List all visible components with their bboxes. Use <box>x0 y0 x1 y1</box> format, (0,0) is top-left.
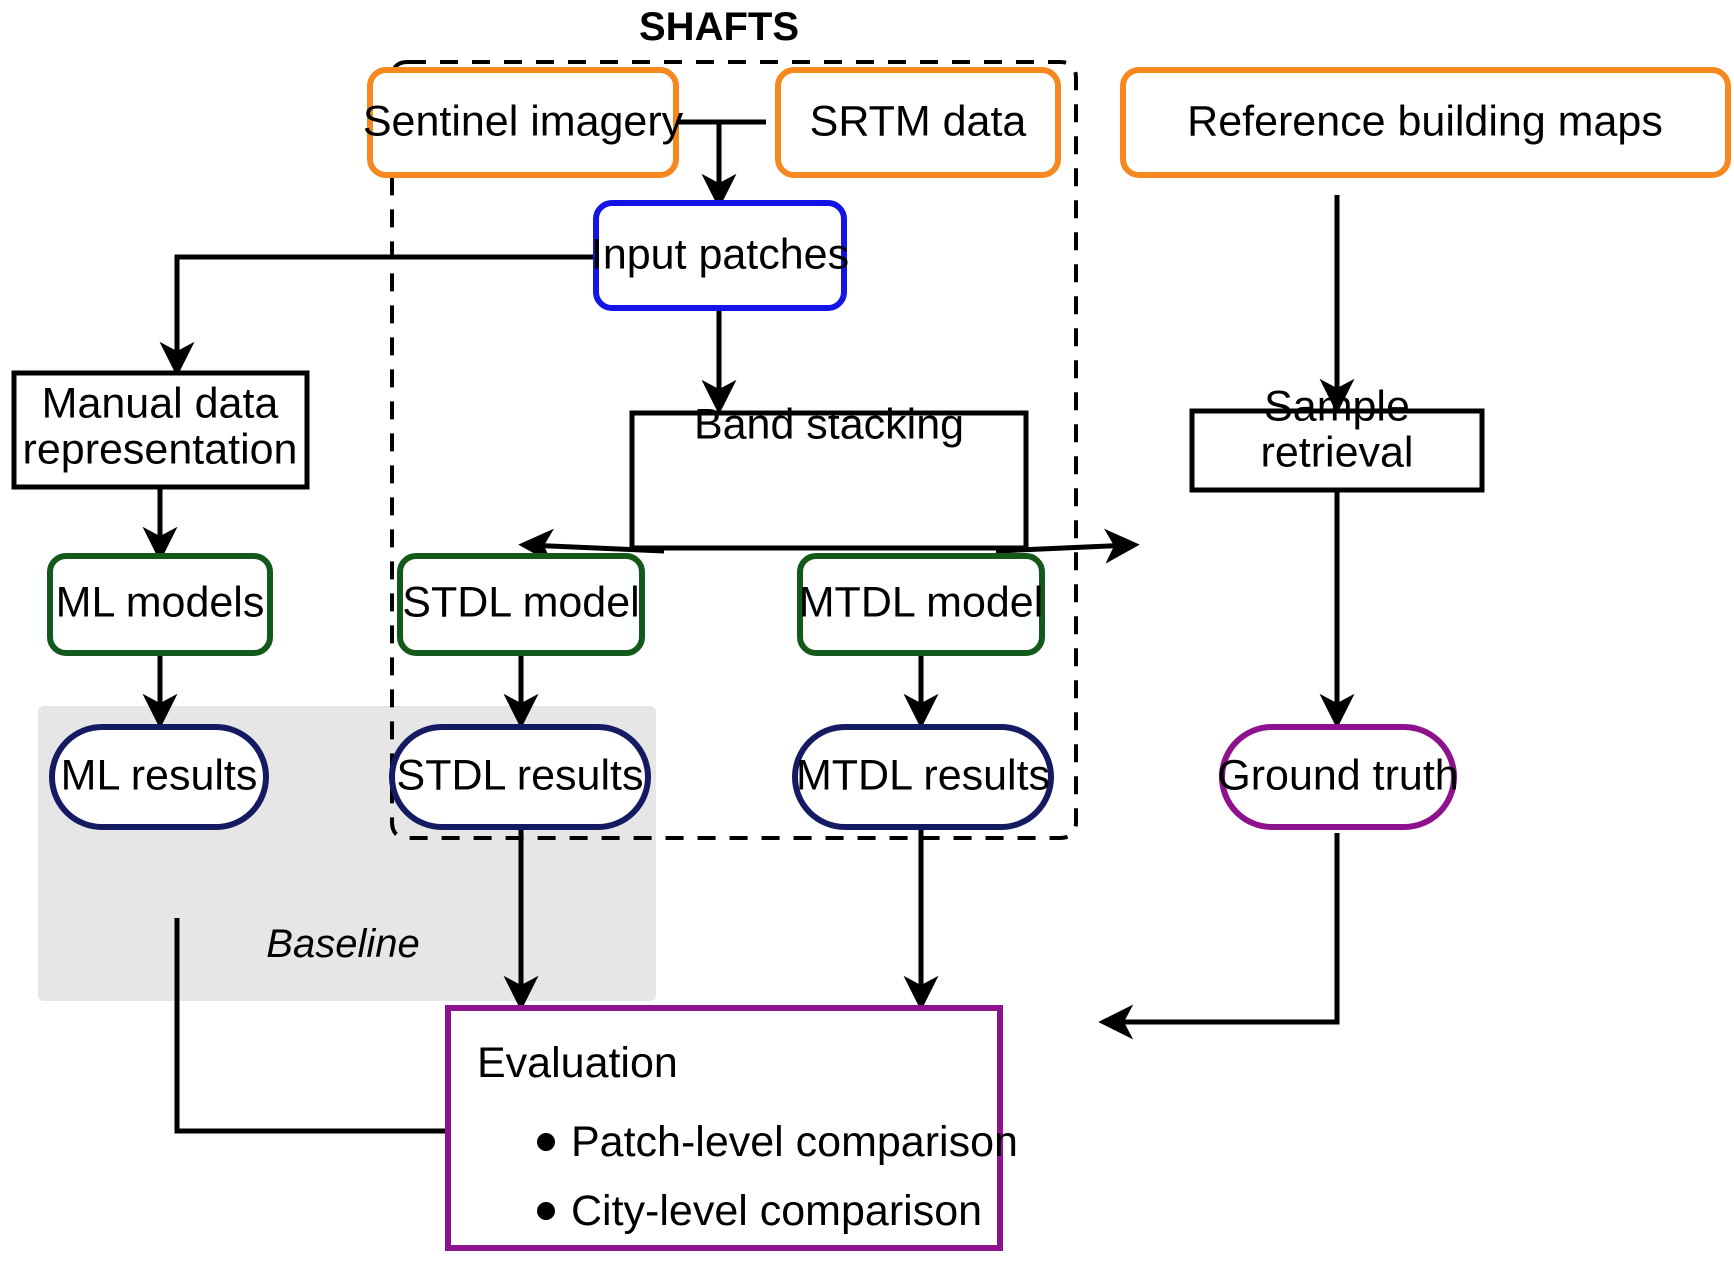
node-input-patches-label: Input patches <box>591 230 849 278</box>
node-ml-models-label: ML models <box>56 578 265 626</box>
node-manual-data-representation-line2: representation <box>23 425 298 473</box>
node-sample-retrieval-line2: retrieval <box>1261 428 1414 476</box>
node-ml-results[interactable]: ML results <box>49 724 269 830</box>
node-sentinel-imagery-label: Sentinel imagery <box>363 97 684 145</box>
node-srtm-data[interactable]: SRTM data <box>775 67 1061 178</box>
node-ml-results-label: ML results <box>61 751 258 799</box>
node-reference-building-maps[interactable]: Reference building maps <box>1120 67 1731 178</box>
node-ground-truth-label: Ground truth <box>1217 751 1458 799</box>
node-ground-truth[interactable]: Ground truth <box>1217 724 1459 830</box>
node-mtdl-results[interactable]: MTDL results <box>792 724 1054 830</box>
evaluation-item-0: Patch-level comparison <box>571 1118 1018 1166</box>
baseline-label: Baseline <box>266 922 419 966</box>
bullet-icon <box>537 1202 555 1220</box>
node-reference-building-maps-label: Reference building maps <box>1187 97 1663 145</box>
node-input-patches[interactable]: Input patches <box>591 200 849 311</box>
edge-patches-to-manual-representation <box>159 254 596 377</box>
node-stdl-results[interactable]: STDL results <box>389 724 651 830</box>
node-srtm-data-label: SRTM data <box>810 97 1027 145</box>
bullet-icon <box>537 1133 555 1151</box>
node-sample-retrieval-line1: Sample <box>1264 382 1410 430</box>
node-manual-data-representation[interactable]: Manual data representation <box>11 370 310 490</box>
edge-ml-results-to-evaluation <box>174 918 495 1149</box>
shafts-group-border <box>390 60 1078 840</box>
node-ml-models[interactable]: ML models <box>47 553 273 656</box>
node-mtdl-model-label: MTDL model <box>799 578 1044 626</box>
edge-ground-truth-to-evaluation <box>1098 833 1340 1040</box>
evaluation-title: Evaluation <box>477 1039 678 1087</box>
node-sample-retrieval[interactable]: Sample retrieval <box>1189 382 1485 493</box>
node-manual-data-representation-line1: Manual data <box>42 379 279 427</box>
group-title: SHAFTS <box>639 5 799 49</box>
node-sentinel-imagery[interactable]: Sentinel imagery <box>363 67 684 178</box>
node-stdl-model-label: STDL model <box>402 578 639 626</box>
node-band-stacking[interactable]: Band stacking <box>629 400 1029 551</box>
node-mtdl-results-label: MTDL results <box>796 751 1050 799</box>
node-mtdl-model[interactable]: MTDL model <box>797 553 1045 656</box>
node-stdl-model[interactable]: STDL model <box>397 553 645 656</box>
node-band-stacking-label: Band stacking <box>694 400 964 448</box>
evaluation-item-1: City-level comparison <box>571 1187 982 1235</box>
node-evaluation[interactable]: Evaluation Patch-level comparison City-l… <box>445 1005 1018 1251</box>
node-stdl-results-label: STDL results <box>397 751 644 799</box>
